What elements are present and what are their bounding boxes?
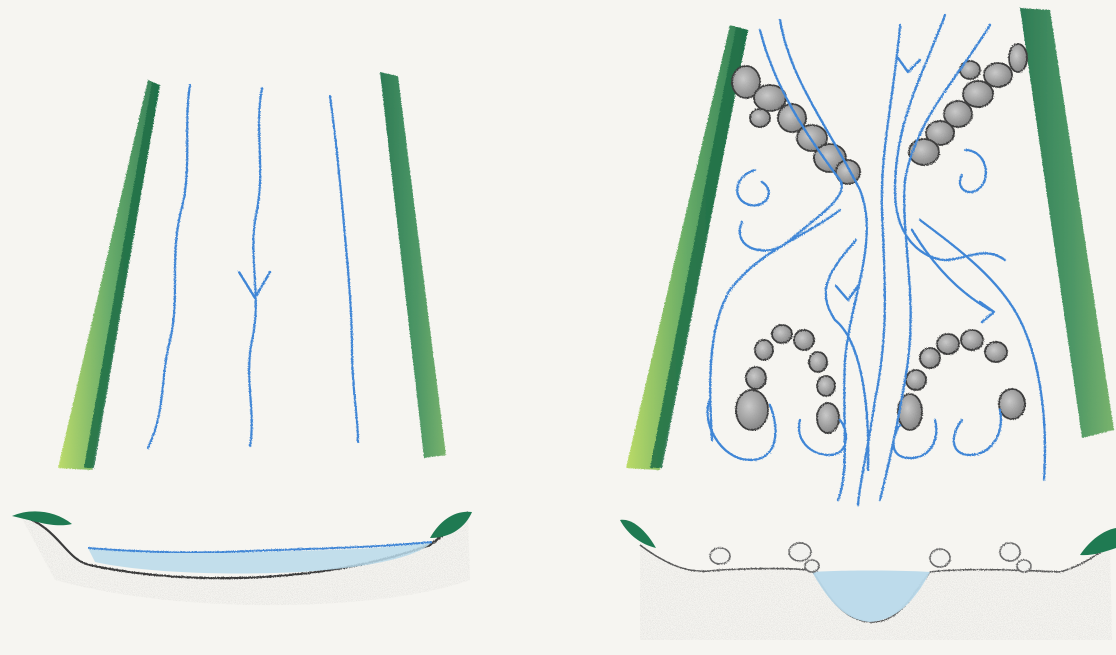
eddy <box>954 410 1001 455</box>
boulder <box>805 560 819 572</box>
left-channel-cross-section <box>12 511 472 605</box>
left-panel-flow-lines <box>148 85 358 448</box>
flow-line <box>858 25 900 505</box>
boulder <box>1017 560 1031 572</box>
left-panel-left-bank <box>58 80 160 470</box>
eddy <box>737 170 768 205</box>
rock-cluster-lower-right <box>898 330 1025 430</box>
right-panel <box>620 8 1116 640</box>
flow-line <box>249 88 262 446</box>
rock-cluster-upper-left <box>732 66 860 184</box>
right-panel-right-bank <box>1020 8 1114 438</box>
right-channel-cross-section <box>620 520 1116 640</box>
flow-line <box>330 96 358 442</box>
flow-line <box>148 85 190 448</box>
flow-line <box>710 210 840 440</box>
boulder <box>710 548 730 564</box>
left-panel <box>12 72 472 605</box>
flow-line <box>912 230 990 310</box>
flow-arrow <box>836 286 858 300</box>
boulder <box>789 543 811 561</box>
flow-arrow <box>898 58 920 72</box>
left-panel-right-bank <box>380 72 446 458</box>
bank-tuft-left <box>12 511 72 525</box>
flow-line <box>826 240 856 320</box>
flow-line <box>835 320 868 470</box>
eddy <box>960 150 986 192</box>
bank-tuft-left <box>620 520 656 548</box>
cross-section-boulders <box>710 543 1031 572</box>
bank-tuft-right <box>1080 528 1116 555</box>
right-panel-left-bank <box>626 25 748 470</box>
boulder <box>930 549 950 567</box>
boulder <box>1000 543 1020 561</box>
rock-cluster-lower-left <box>736 325 839 433</box>
